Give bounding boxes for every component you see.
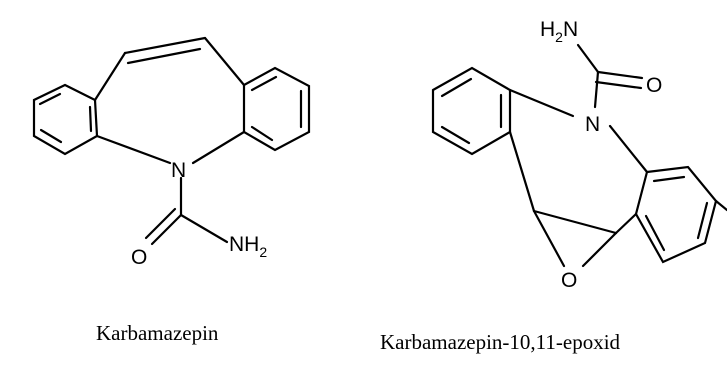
carbamazepine-epoxide-structure: N O O H2N xyxy=(431,18,727,292)
amine-group-label: NH2 xyxy=(229,233,267,260)
carbamazepine-caption: Karbamazepin xyxy=(96,321,219,345)
epoxide-ring xyxy=(532,209,618,268)
carbamoyl-group xyxy=(144,176,229,246)
nitrogen-atom-label: N xyxy=(171,159,186,182)
epoxide-amine-n-text: N xyxy=(563,18,578,41)
epoxide-left-benzene-ring xyxy=(431,66,512,156)
left-benzene-ring xyxy=(32,83,99,156)
epoxide-right-benzene-ring xyxy=(634,165,727,264)
epoxide-amine-group-label: H2N xyxy=(540,18,578,45)
amine-subscript: 2 xyxy=(259,244,267,260)
epoxide-amine-subscript: 2 xyxy=(555,29,563,45)
azepine-ring xyxy=(93,36,246,165)
amine-nh-text: NH xyxy=(229,233,259,256)
carbamazepine-epoxide-caption: Karbamazepin-10,11-epoxid xyxy=(380,330,621,354)
epoxide-nitrogen-atom-label: N xyxy=(585,113,600,136)
right-benzene-ring xyxy=(242,66,311,152)
epoxide-amine-h-text: H xyxy=(540,18,555,41)
epoxide-carbonyl-oxygen-label: O xyxy=(646,74,662,97)
epoxide-oxygen-atom-label: O xyxy=(561,269,577,292)
oxygen-atom-label: O xyxy=(131,246,147,269)
epoxide-azepine-ring xyxy=(508,88,649,235)
epoxide-carbamoyl-group xyxy=(576,43,644,109)
carbamazepine-structure: N O NH2 xyxy=(32,36,311,269)
